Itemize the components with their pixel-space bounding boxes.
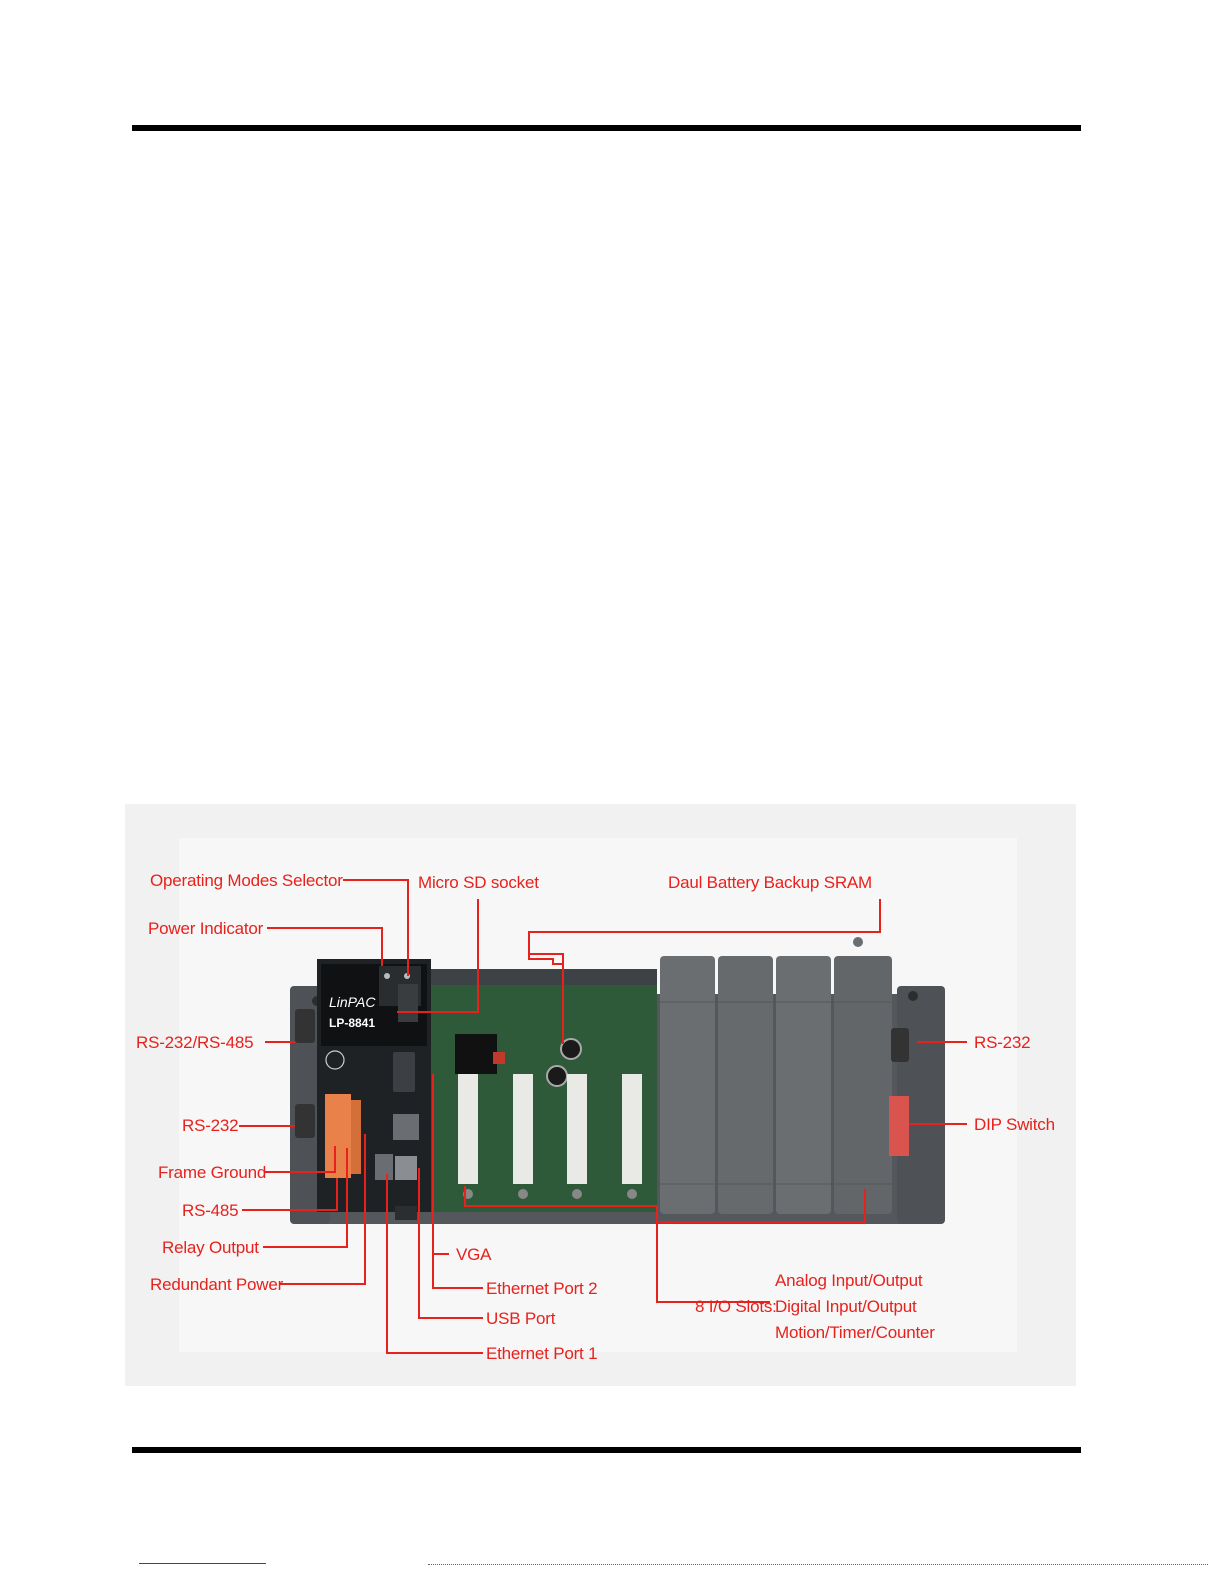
callout-labels: Operating Modes Selector Micro SD socket… [136,871,1055,1363]
callout-rs232-right: RS-232 [974,1033,1030,1052]
callout-relay-output: Relay Output [162,1238,259,1257]
lp8841-diagram: LinPAC LP-8841 [136,871,1055,1363]
callout-micro-sd-socket: Micro SD socket [418,873,539,892]
callout-io-digital-wrap: Digital Input/Output [775,1297,917,1316]
callout-io-analog: Analog Input/Output [775,1271,923,1290]
callout-operating-modes-selector: Operating Modes Selector [150,871,343,890]
rs232-rs485-port [295,1009,315,1043]
callout-redundant-power: Redundant Power [150,1275,284,1294]
rs232-right-port [891,1028,909,1062]
model-label: LP-8841 [329,1016,375,1030]
callout-rs232-left: RS-232 [182,1116,238,1135]
callout-dip-switch: DIP Switch [974,1115,1055,1134]
cpu-panel: LinPAC LP-8841 [317,959,431,1220]
header-rule [132,125,1081,131]
callout-usb-port: USB Port [486,1309,556,1328]
footer-rule [132,1447,1081,1453]
footer-link-underline[interactable] [139,1563,266,1564]
callout-io-slots: 8 I/O Slots: [695,1297,777,1316]
leader-lines [239,879,967,1354]
product-figure: LinPAC LP-8841 [125,804,1076,1386]
callout-frame-ground: Frame Ground [158,1163,266,1182]
callout-dual-battery-sram: Daul Battery Backup SRAM [668,873,872,892]
callout-ethernet-port-1: Ethernet Port 1 [486,1344,597,1363]
footer-dotted-rule [428,1564,1208,1565]
callout-power-indicator: Power Indicator [148,919,264,938]
rs232-left-port [295,1104,315,1138]
io-slot-connectors [458,1074,642,1199]
callout-ethernet-port-2: Ethernet Port 2 [486,1279,597,1298]
brand-logo: LinPAC [329,994,376,1010]
callout-io-motion: Motion/Timer/Counter [775,1323,935,1342]
callout-rs485: RS-485 [182,1201,238,1220]
dip-switch [889,1096,909,1156]
callout-rs232-rs485: RS-232/RS-485 [136,1033,253,1052]
callout-io-digital: Digital Input/Output [775,1297,917,1316]
callout-vga: VGA [456,1245,492,1264]
io-modules [660,956,892,1214]
